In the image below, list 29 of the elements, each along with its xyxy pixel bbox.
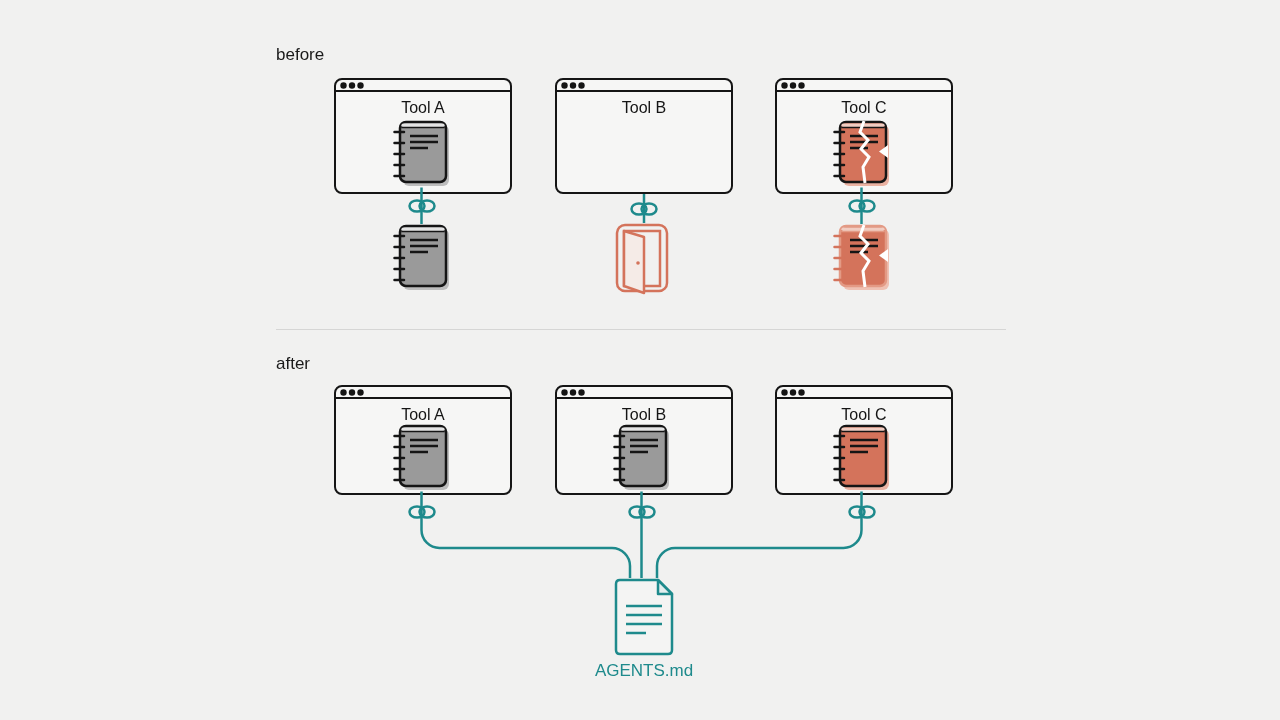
section-label: after xyxy=(276,354,311,374)
door-icon xyxy=(615,223,671,295)
notebook-icon xyxy=(392,423,451,492)
section-label: before xyxy=(276,45,325,65)
window-title: Tool B xyxy=(621,405,667,424)
file-name: AGENTS.md xyxy=(594,661,694,681)
window-title: Tool C xyxy=(841,98,887,117)
connector-line xyxy=(642,194,646,223)
app-window xyxy=(555,78,733,194)
connector-line xyxy=(640,491,643,578)
app-window xyxy=(775,78,953,194)
window-title: Tool B xyxy=(621,98,667,117)
window-title: Tool C xyxy=(841,405,887,424)
notebook-icon xyxy=(832,423,891,492)
connector-line xyxy=(655,491,863,578)
app-window xyxy=(775,385,953,495)
connector-line xyxy=(420,187,423,224)
app-window xyxy=(555,385,733,495)
cracked-notebook-icon xyxy=(832,119,891,188)
connector-line xyxy=(860,187,863,224)
cracked-notebook-icon xyxy=(833,224,891,292)
app-window xyxy=(334,385,512,495)
notebook-icon xyxy=(612,423,671,492)
notebook-icon xyxy=(392,119,451,188)
notebook-icon xyxy=(393,224,451,292)
window-title: Tool A xyxy=(401,98,445,117)
window-title: Tool A xyxy=(401,405,445,424)
connector-line xyxy=(420,491,632,578)
app-window xyxy=(334,78,512,194)
